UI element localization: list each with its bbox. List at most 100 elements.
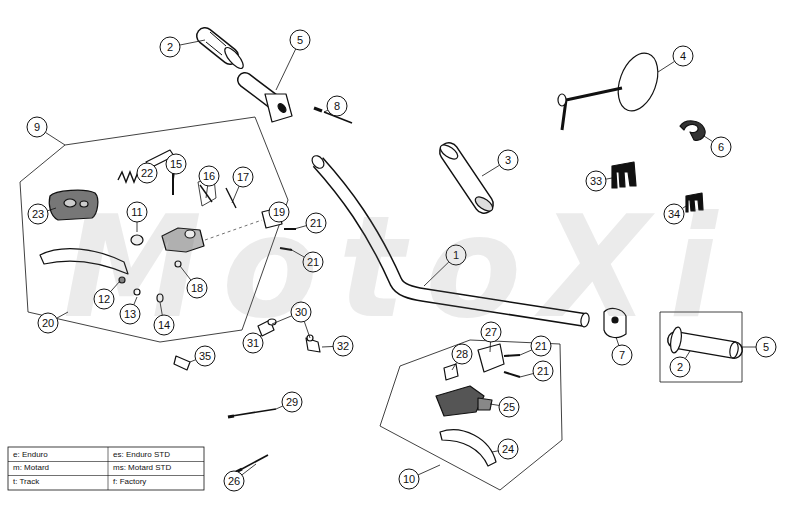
grip (676, 340, 734, 350)
leader-line (324, 110, 328, 112)
callout-number: 24 (502, 444, 514, 455)
callout-number: 10 (403, 474, 415, 485)
table-cell: m: Motard (13, 464, 49, 472)
callout-number: 2 (167, 42, 173, 53)
callout-circle (28, 204, 48, 224)
callout-number: 32 (337, 341, 349, 352)
callout-number: 33 (590, 176, 602, 187)
callout-number: 2 (677, 362, 683, 373)
callout-circle (137, 163, 157, 183)
bolt (504, 355, 520, 356)
leader-lines (45, 40, 756, 475)
callout-number: 15 (170, 159, 182, 170)
callout-circle (333, 336, 353, 356)
callout-circle (586, 171, 606, 191)
table-cell: es: Enduro STD (113, 451, 170, 459)
leader-line (490, 404, 499, 405)
callout-circle (499, 397, 519, 417)
bar-pad-end (438, 142, 460, 162)
cable-clip (680, 121, 705, 140)
grip (676, 340, 734, 350)
callout-number: 5 (297, 35, 303, 46)
leader-line (452, 362, 457, 370)
callout-number: 31 (247, 338, 259, 349)
leader-line (322, 346, 333, 348)
leader-line (704, 136, 713, 142)
watermark: MotoXi (63, 198, 738, 338)
leader-line (190, 360, 196, 362)
throttle-detail (276, 102, 287, 114)
callout-number: 6 (718, 142, 724, 153)
grip-end (729, 341, 740, 358)
leader-line (742, 347, 756, 348)
mirror-glass (611, 48, 665, 117)
leader-line (685, 351, 690, 359)
mirror-joint (558, 94, 566, 106)
leader-line (520, 374, 533, 377)
callout-circle (531, 336, 551, 356)
leader-line (45, 132, 65, 145)
clutch-perch (478, 344, 504, 372)
cable (240, 455, 268, 470)
leader-line (173, 174, 174, 182)
callout-circle (160, 37, 180, 57)
throttle-housing (265, 94, 292, 122)
callout-number: 23 (32, 209, 44, 220)
callout-number: 29 (286, 397, 298, 408)
grip-rib (206, 42, 222, 55)
table-cell: t: Track (13, 478, 39, 486)
clutch-lever (440, 430, 496, 466)
leader-line (482, 165, 499, 176)
table-cell: ms: Motard STD (113, 464, 171, 472)
table-frame (8, 447, 204, 490)
callout-number: 5 (763, 342, 769, 353)
callout-circle (399, 469, 419, 489)
clutch-adjuster (478, 398, 492, 410)
callout-number: 22 (141, 168, 153, 179)
leader-line (520, 350, 532, 355)
table-cell: e: Enduro (13, 451, 48, 459)
callout-circle (38, 313, 58, 333)
callout-number: 28 (456, 349, 468, 360)
callout-circle (498, 439, 518, 459)
callout-circle (27, 117, 47, 137)
leader-line (276, 49, 296, 90)
callout-circle (452, 344, 472, 364)
callout-circle (533, 361, 553, 381)
bar-pad (449, 152, 484, 204)
cable (232, 409, 276, 416)
callout-circle (282, 392, 302, 412)
callout-circle (756, 337, 776, 357)
callout-number: 25 (503, 402, 515, 413)
leader-line (242, 464, 256, 475)
callout-circle (166, 154, 186, 174)
leader-line (658, 61, 675, 72)
handlebar-end (310, 153, 327, 170)
leader-line (606, 178, 612, 179)
callout-number: 16 (203, 171, 215, 182)
callout-number: 4 (680, 51, 686, 62)
leader-line (492, 451, 498, 452)
cable-end (314, 108, 322, 111)
leader-line (616, 337, 619, 346)
grip-rib (210, 32, 226, 46)
bolt (504, 372, 520, 377)
callout-number: 8 (334, 101, 340, 112)
cable-end (228, 416, 234, 417)
callout-circle (673, 46, 693, 66)
group-outline (380, 340, 562, 490)
callout-number: 21 (537, 366, 549, 377)
callout-number: 26 (228, 476, 240, 487)
grip-flange (222, 45, 246, 71)
callout-circle (498, 150, 518, 170)
callout-circle (612, 345, 632, 365)
callout-circle (290, 30, 310, 50)
mirror-stem (562, 88, 622, 130)
callout-number: 9 (34, 122, 40, 133)
leader-line (47, 208, 56, 211)
callout-number: 3 (505, 155, 511, 166)
leader-line (276, 406, 283, 409)
callout-circles (27, 30, 776, 491)
